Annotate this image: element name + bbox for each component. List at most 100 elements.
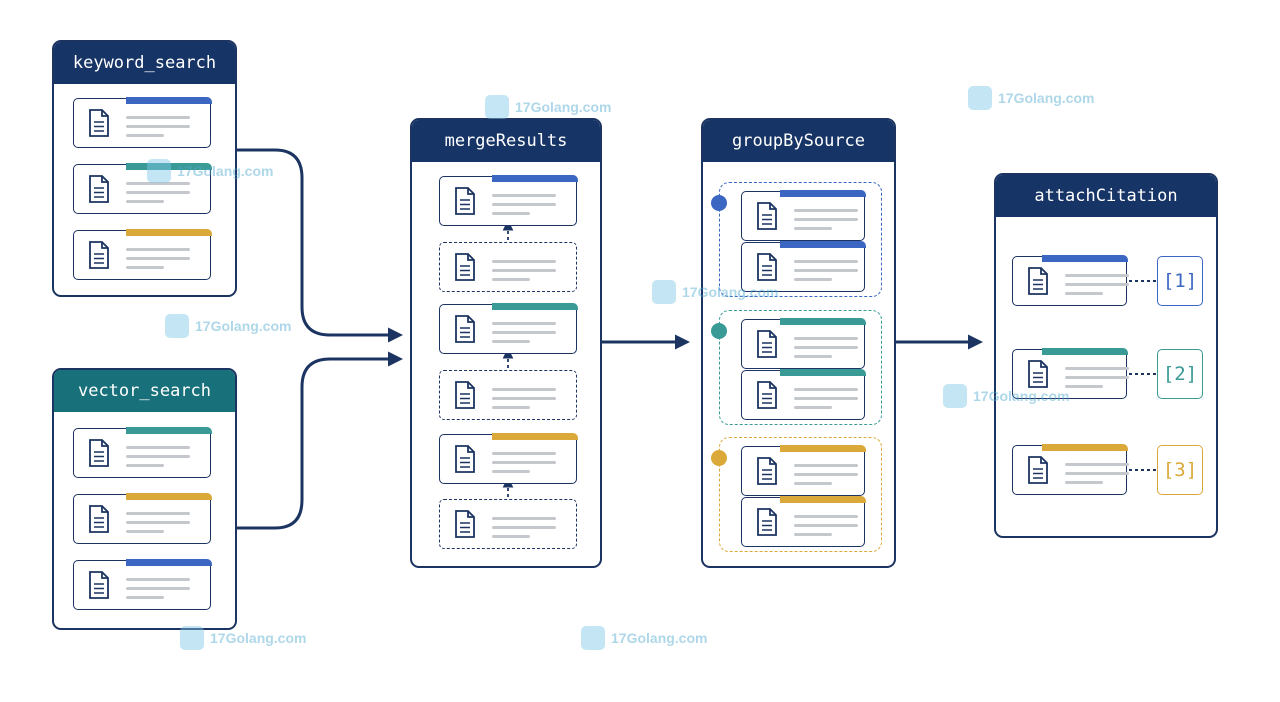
document-card: [439, 175, 578, 226]
document-card: [439, 433, 578, 484]
document-card: [73, 97, 212, 148]
keyword-search-panel: keyword_search: [52, 40, 237, 297]
document-card: [1012, 348, 1129, 399]
document-icon: [89, 109, 109, 137]
vector-search-title: vector_search: [54, 370, 235, 412]
arrow-keyword-to-merge: [237, 148, 403, 343]
document-lines: [492, 260, 556, 287]
source-dot: [711, 323, 727, 339]
document-tab: [491, 303, 578, 311]
document-card: [73, 427, 212, 478]
citation-badge: [2]: [1157, 349, 1203, 399]
document-lines: [794, 337, 858, 364]
citation-connector: [1129, 280, 1157, 282]
document-lines: [794, 464, 858, 491]
document-lines: [492, 388, 556, 415]
document-tab: [779, 496, 866, 504]
document-lines: [126, 578, 190, 605]
document-tab: [125, 97, 212, 105]
document-icon: [757, 202, 777, 230]
document-icon: [1028, 267, 1048, 295]
document-icon: [89, 241, 109, 269]
document-icon: [455, 381, 475, 409]
document-tab: [779, 190, 866, 198]
citation-badge: [1]: [1157, 256, 1203, 306]
document-lines: [794, 515, 858, 542]
document-tab: [779, 369, 866, 377]
document-tab: [779, 318, 866, 326]
group-by-source-panel: groupBySource: [701, 118, 896, 568]
document-tab: [125, 559, 212, 567]
document-icon: [757, 381, 777, 409]
document-lines: [492, 517, 556, 544]
document-lines: [126, 446, 190, 473]
document-tab: [779, 445, 866, 453]
document-lines: [126, 512, 190, 539]
document-lines: [126, 116, 190, 143]
document-icon: [757, 508, 777, 536]
source-dot: [711, 195, 727, 211]
document-icon: [757, 330, 777, 358]
vector-search-panel: vector_search: [52, 368, 237, 630]
document-icon: [757, 457, 777, 485]
source-group: [719, 437, 882, 552]
document-icon: [89, 175, 109, 203]
document-lines: [492, 452, 556, 479]
document-icon: [757, 253, 777, 281]
document-lines: [126, 248, 190, 275]
document-lines: [1065, 463, 1129, 490]
document-lines: [492, 194, 556, 221]
attach-citation-title: attachCitation: [996, 175, 1216, 217]
document-card: [73, 229, 212, 280]
document-card: [439, 370, 577, 420]
document-tab: [125, 493, 212, 501]
merge-results-title: mergeResults: [412, 120, 600, 162]
document-card: [1012, 444, 1129, 495]
document-card: [741, 241, 866, 292]
document-lines: [1065, 367, 1129, 394]
document-lines: [794, 209, 858, 236]
document-icon: [455, 445, 475, 473]
document-lines: [794, 388, 858, 415]
document-card: [73, 559, 212, 610]
keyword-search-title: keyword_search: [54, 42, 235, 84]
document-tab: [779, 241, 866, 249]
document-icon: [89, 505, 109, 533]
document-card: [741, 445, 866, 496]
document-icon: [455, 510, 475, 538]
source-group: [719, 310, 882, 425]
document-icon: [1028, 456, 1048, 484]
group-by-source-title: groupBySource: [703, 120, 894, 162]
citation-connector: [1129, 469, 1157, 471]
document-icon: [89, 571, 109, 599]
citation-connector: [1129, 373, 1157, 375]
document-tab: [1041, 348, 1128, 356]
document-lines: [492, 322, 556, 349]
document-card: [439, 303, 578, 354]
document-tab: [1041, 255, 1128, 263]
document-icon: [455, 253, 475, 281]
document-card: [741, 318, 866, 369]
source-group: [719, 182, 882, 297]
document-card: [439, 242, 577, 292]
document-icon: [89, 439, 109, 467]
document-tab: [491, 175, 578, 183]
document-card: [439, 499, 577, 549]
document-card: [741, 496, 866, 547]
document-lines: [794, 260, 858, 287]
document-icon: [1028, 360, 1048, 388]
document-tab: [125, 229, 212, 237]
document-tab: [125, 163, 212, 171]
document-card: [741, 369, 866, 420]
document-lines: [1065, 274, 1129, 301]
document-card: [73, 493, 212, 544]
document-tab: [125, 427, 212, 435]
document-card: [73, 163, 212, 214]
source-dot: [711, 450, 727, 466]
merge-results-panel: mergeResults: [410, 118, 602, 568]
citation-badge: [3]: [1157, 445, 1203, 495]
attach-citation-panel: attachCitation [1] [2] [3]: [994, 173, 1218, 538]
document-lines: [126, 182, 190, 209]
document-card: [741, 190, 866, 241]
